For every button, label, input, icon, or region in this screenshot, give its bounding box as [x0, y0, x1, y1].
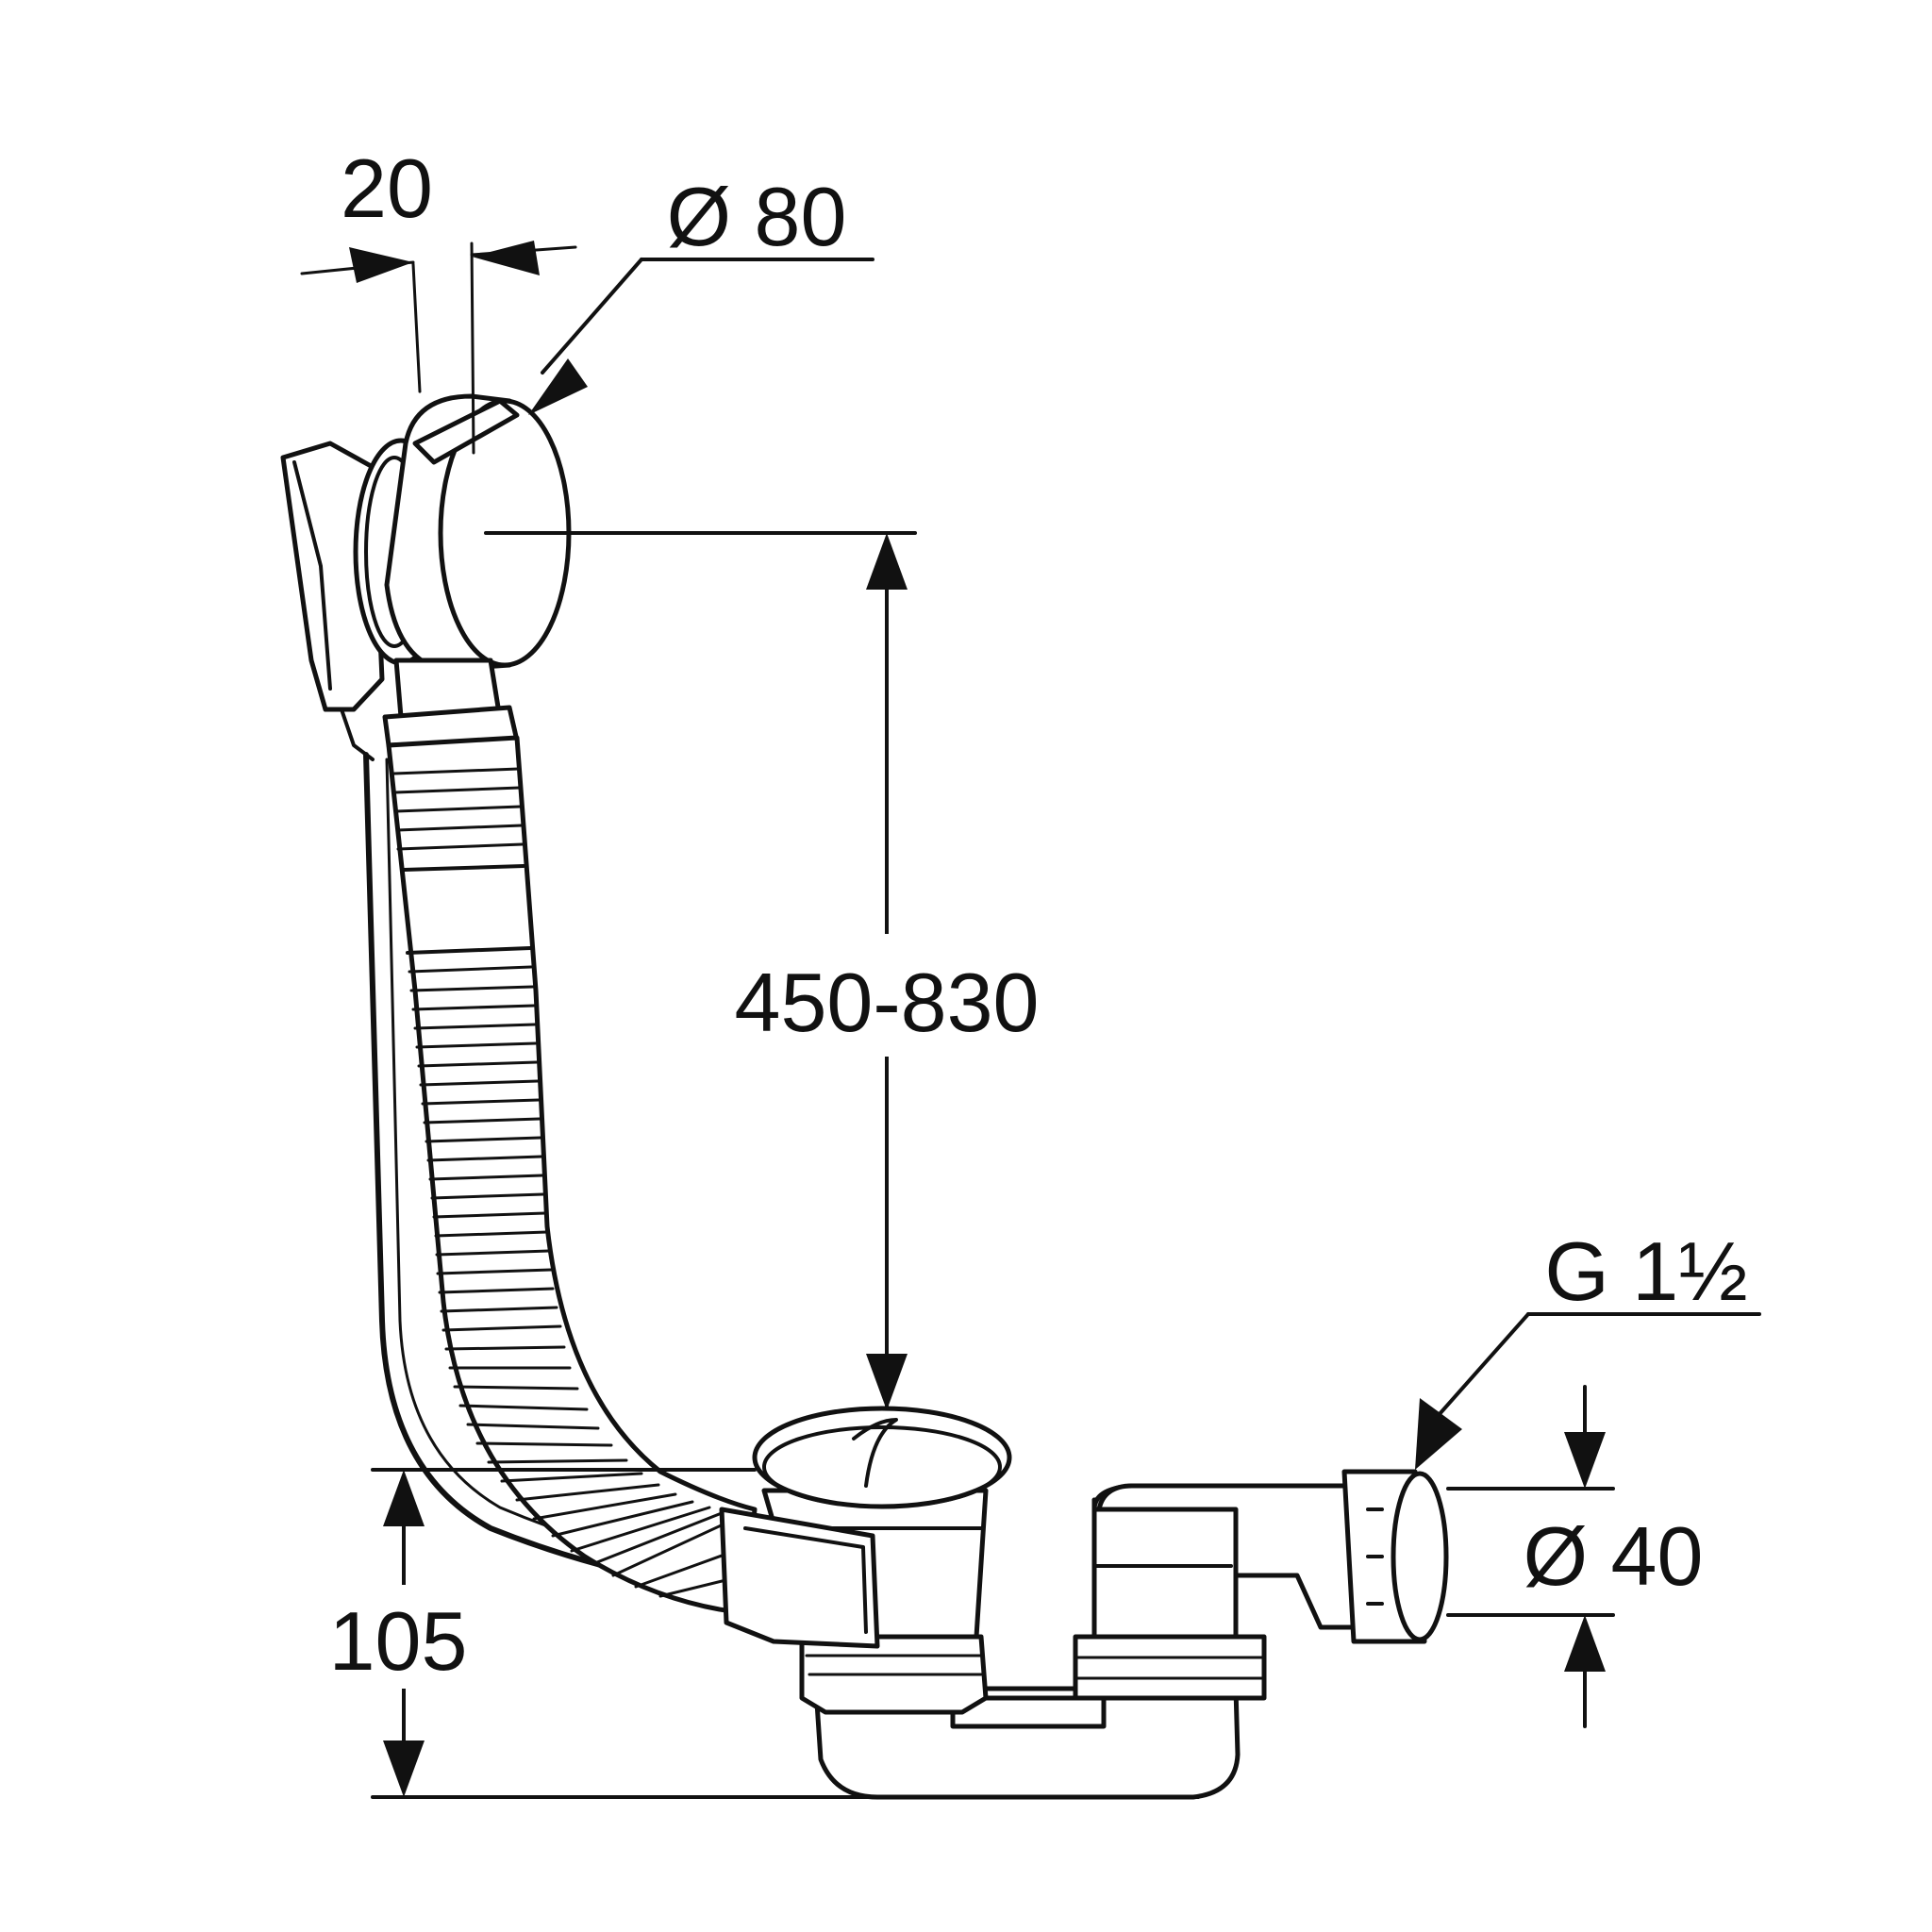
arrow-down-105 — [383, 1740, 425, 1797]
trap-riser — [1091, 1497, 1239, 1640]
arrow-thread — [1415, 1398, 1462, 1470]
label-width-20: 20 — [341, 142, 433, 235]
arrow-up-40 — [1564, 1615, 1606, 1672]
label-mask — [708, 934, 1066, 1057]
arrow-down — [866, 1354, 908, 1410]
label-height-range: 450-830 — [735, 956, 1040, 1049]
trap-connector — [950, 1695, 1107, 1729]
dimension-dia-40: Ø 40 — [1446, 1385, 1704, 1728]
overflow-lever — [412, 398, 520, 465]
label-thread: G 1½ — [1544, 1224, 1747, 1318]
outlet-pipe — [1096, 1483, 1361, 1630]
arrow-up — [866, 533, 908, 590]
hose-ribs — [392, 767, 747, 1598]
label-dia-80: Ø 80 — [667, 170, 847, 263]
label-dia-40: Ø 40 — [1524, 1509, 1704, 1603]
outlet-face — [1391, 1471, 1449, 1642]
dimension-dia-80: Ø 80 — [528, 170, 874, 415]
arrow-left — [472, 241, 540, 275]
corrugated-hose — [386, 735, 758, 1616]
arrow-dia-80 — [528, 358, 588, 415]
waste-and-trap — [719, 1406, 1449, 1800]
dimension-width-20: 20 — [300, 142, 577, 455]
overflow-assembly — [280, 393, 572, 748]
arrow-up-105 — [383, 1470, 425, 1526]
arrow-down-40 — [1564, 1432, 1606, 1489]
trap-riser-nut — [1073, 1634, 1267, 1701]
dimension-thread: G 1½ — [1415, 1224, 1761, 1470]
label-mask-105 — [311, 1585, 491, 1689]
dimension-height-105: 105 — [311, 1468, 1200, 1799]
label-height-105: 105 — [329, 1594, 468, 1688]
arrow-right — [349, 247, 413, 283]
dimension-height-range: 450-830 — [484, 531, 1066, 1410]
